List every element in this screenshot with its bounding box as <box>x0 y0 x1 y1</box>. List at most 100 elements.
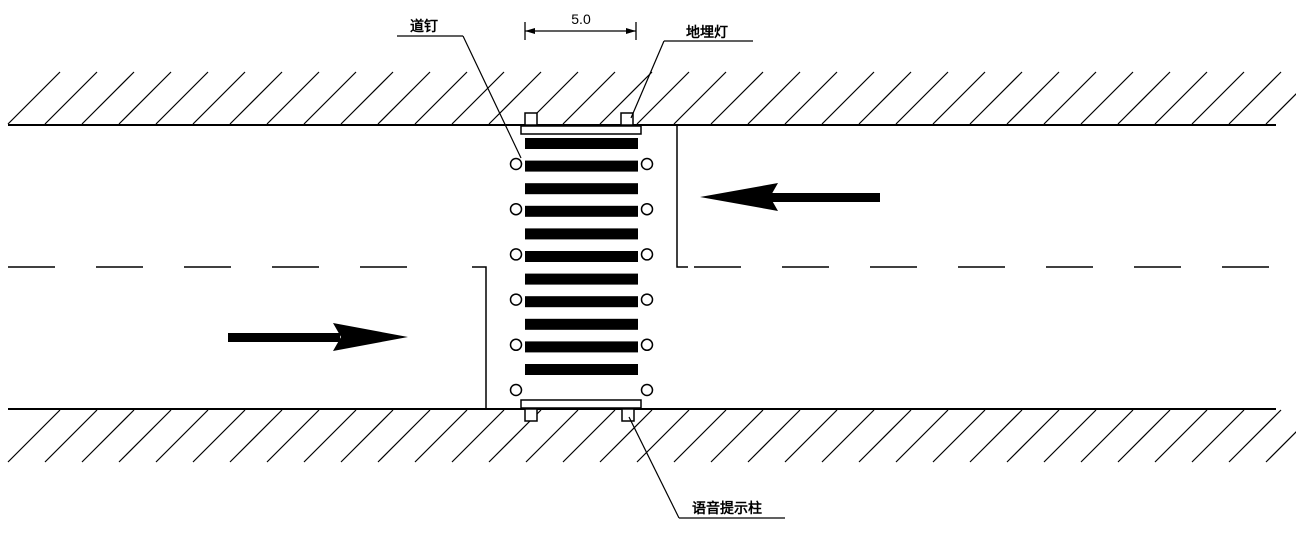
hatch-line <box>858 409 912 463</box>
road-stud-right <box>640 157 654 171</box>
zebra-stripe <box>525 183 638 195</box>
hatch-line <box>81 71 135 125</box>
road-stud-right <box>640 338 654 352</box>
hatch-line <box>636 409 690 463</box>
road-stud-left <box>509 383 523 397</box>
hatch-line <box>192 409 246 463</box>
zebra-stripe <box>525 205 638 217</box>
hatch-line <box>155 409 209 463</box>
hatch-line <box>784 71 838 125</box>
hatch-line <box>118 71 172 125</box>
ground-light-left <box>524 112 538 126</box>
hatch-line <box>1043 71 1097 125</box>
hatch-line <box>821 409 875 463</box>
hatch-line <box>673 71 727 125</box>
road-stud-left <box>509 293 523 306</box>
hatch-line <box>192 71 246 125</box>
stop-line-right <box>676 125 688 268</box>
road-stud-left <box>509 248 523 261</box>
hatch-line <box>1117 71 1171 125</box>
hatch-line <box>969 71 1023 125</box>
voice-post-right <box>621 408 635 422</box>
stop-line-left <box>472 266 487 409</box>
hatch-line <box>821 71 875 125</box>
hatch-line <box>488 71 542 125</box>
hatch-line <box>895 409 949 463</box>
hatch-line <box>1117 409 1171 463</box>
zebra-stripes <box>525 138 638 375</box>
hatch-line <box>1265 431 1296 463</box>
hatch-line <box>710 71 764 125</box>
hatch-line <box>155 71 209 125</box>
hatch-line <box>673 409 727 463</box>
hatch-line <box>858 71 912 125</box>
hatch-line <box>414 71 468 125</box>
hatch-line <box>969 409 1023 463</box>
hatch-line <box>932 71 986 125</box>
ground-light-right <box>620 112 634 126</box>
hatch-line <box>1228 409 1282 463</box>
ground-light-leader <box>630 40 665 119</box>
hatch-line <box>44 71 98 125</box>
bottom-roadside-hatching <box>7 409 1296 463</box>
hatch-line <box>1006 71 1060 125</box>
hatch-line <box>1154 71 1208 125</box>
zebra-stripe <box>525 296 638 308</box>
road-stud-left <box>509 157 523 171</box>
hatch-line <box>266 71 320 125</box>
width-dimension-value: 5.0 <box>571 11 591 27</box>
hatch-line <box>44 409 98 463</box>
arrow-left-icon <box>700 183 880 211</box>
hatch-line <box>525 409 579 463</box>
hatch-line <box>562 71 616 125</box>
hatch-line <box>932 409 986 463</box>
road-stud-right <box>640 202 654 216</box>
crosswalk-bottom-bar <box>520 399 642 409</box>
zebra-stripe <box>525 318 638 330</box>
road-stud-left <box>509 338 523 352</box>
hatch-line <box>747 409 801 463</box>
hatch-line <box>414 409 468 463</box>
zebra-stripe <box>525 160 638 172</box>
hatch-line <box>1228 71 1282 125</box>
hatch-line <box>599 409 653 463</box>
hatch-line <box>7 409 61 463</box>
hatch-line <box>377 409 431 463</box>
hatch-line <box>1080 71 1134 125</box>
hatch-line <box>118 409 172 463</box>
road-stud-right <box>640 248 654 261</box>
hatch-line <box>747 71 801 125</box>
zebra-stripe <box>525 341 638 353</box>
zebra-stripe <box>525 364 638 375</box>
crosswalk-top-bar <box>520 125 642 135</box>
hatch-line <box>1006 409 1060 463</box>
hatch-line <box>636 71 690 125</box>
hatch-line <box>81 409 135 463</box>
hatch-line <box>1191 409 1245 463</box>
hatch-line <box>895 71 949 125</box>
hatch-line <box>710 409 764 463</box>
hatch-line <box>1265 93 1296 125</box>
hatch-line <box>303 409 357 463</box>
road-stud-leader <box>462 35 522 159</box>
hatch-line <box>7 71 61 125</box>
hatch-line <box>562 409 616 463</box>
road-stud-label: 道钉 <box>410 18 438 35</box>
hatch-line <box>229 409 283 463</box>
zebra-stripe <box>525 138 638 149</box>
hatch-line <box>266 409 320 463</box>
voice-post-left <box>524 408 538 422</box>
ground-light-label: 地埋灯 <box>686 24 728 41</box>
arrow-right-icon <box>228 323 408 351</box>
hatch-line <box>303 71 357 125</box>
zebra-stripe <box>525 228 638 240</box>
voice-post-label: 语音提示柱 <box>692 500 762 517</box>
hatch-line <box>229 71 283 125</box>
zebra-stripe <box>525 273 638 285</box>
hatch-line <box>377 71 431 125</box>
zebra-stripe <box>525 251 638 262</box>
road-stud-right <box>640 383 654 397</box>
hatch-line <box>784 409 838 463</box>
road-stud-right <box>640 293 654 306</box>
